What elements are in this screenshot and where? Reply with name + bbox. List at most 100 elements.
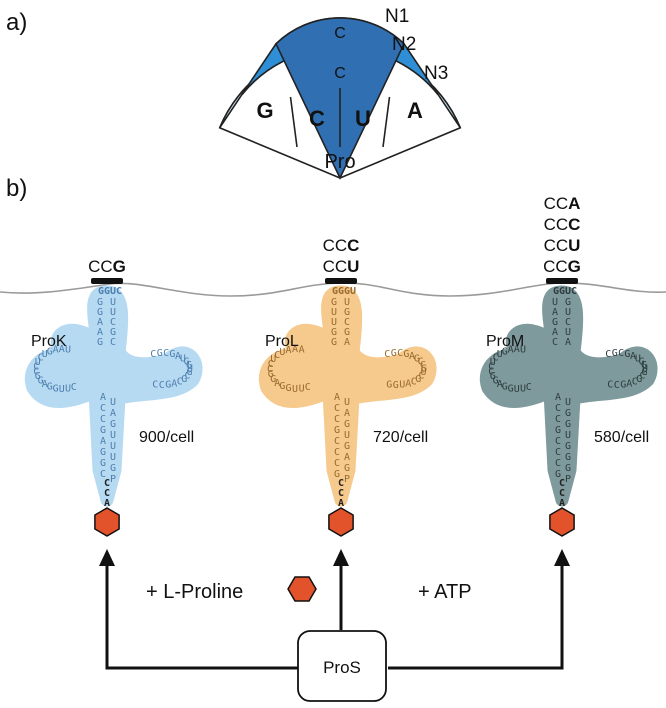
trna-prok-stem-left-base: A	[97, 327, 103, 338]
trna-prom-stem-right-base: A	[565, 337, 571, 348]
pros-label: ProS	[323, 658, 361, 677]
trna-prom-d-arm-base: U	[520, 345, 526, 356]
trna-prom-codon: CCG	[543, 257, 581, 276]
proline-hexagon-icon	[287, 576, 317, 602]
trna-prol-d-arm-base: G	[270, 374, 276, 385]
trna-prom-d-arm-base: C	[493, 353, 499, 364]
trna-prom-acceptor-stem-base: G	[565, 419, 571, 430]
trna-prom-d-arm-base: A	[514, 344, 520, 355]
trna-prom-acceptor-stem-base: G	[565, 441, 571, 452]
trna-prok-proline-icon	[94, 507, 120, 537]
trna-prok-d-arm-base: C	[33, 366, 39, 377]
trna-prol-t-arm-base: U	[399, 380, 405, 391]
trna-prom-name: ProM	[486, 333, 524, 350]
trna-prol-d-arm-base: A	[299, 345, 305, 356]
n3-label: N3	[424, 63, 448, 84]
trna-prol-t-arm-base: C	[420, 360, 426, 371]
trna-prom-t-arm-base: C	[640, 371, 646, 382]
trna-prom-acceptor-stem-base: P	[565, 474, 571, 485]
trna-prom-acceptor-stem-base: G	[565, 408, 571, 419]
trna-prom-proline-icon	[549, 507, 575, 537]
trna-prom-acceptor-stem-base: G	[565, 452, 571, 463]
trna-prom-t-arm-base: C	[618, 348, 624, 359]
trna-prom-t-arm-base: C	[614, 380, 620, 391]
trna-prom-acceptor-stem-base: G	[555, 425, 561, 436]
trna-prom-d-arm-base: U	[514, 384, 520, 395]
trna-prok-t-arm-base: U	[187, 363, 193, 374]
trna-prol-stem-right-base: C	[344, 317, 350, 328]
trna-prok-d-arm-base: C	[38, 353, 44, 364]
trna-prok-d-arm-base: C	[71, 382, 77, 393]
trna-prok-t-arm-base: C	[185, 371, 191, 382]
trna-prol-t-arm-base: G	[391, 348, 397, 359]
trna-prom-count: 580/cell	[594, 429, 649, 446]
trna-prol-d-arm-base: C	[267, 364, 273, 375]
trna-prom-anticodon-bar	[546, 278, 578, 284]
trna-prok-acceptor-stem-base: A	[100, 392, 106, 403]
trna-prol-t-arm-base: A	[405, 378, 411, 389]
trna-prom-d-arm-base: G	[502, 346, 508, 357]
n1-base: C	[334, 25, 346, 42]
trna-prok-d-arm-base: U	[35, 357, 41, 368]
trna-prom-stem-left-base: U	[552, 297, 558, 308]
trna-prol-acceptor-stem-base: C	[334, 414, 340, 425]
trna-prok-t-arm-base: G	[187, 367, 193, 378]
trna-prok-acceptor-stem-base: U	[110, 430, 116, 441]
trna-prol-anticodon-loop: GGGU	[332, 286, 356, 297]
trna-prom-stem-right-base: C	[565, 317, 571, 328]
trna-prok-t-arm-base: G	[184, 356, 190, 367]
trna-prol-name: ProL	[265, 333, 299, 350]
arrow-to-prom	[388, 562, 564, 670]
trna-prol-d-arm-base: U	[270, 354, 276, 365]
trna-prom-t-arm-base: G	[636, 374, 642, 385]
trna-prol-codon: CCU	[323, 257, 360, 276]
trna-prol-stem-left-base: U	[331, 307, 337, 318]
trna-prom-acceptor-stem-base: C	[555, 447, 561, 458]
trna-prok-codon: CCG	[88, 257, 126, 276]
trna-prok-d-arm-base: U	[42, 349, 48, 360]
trna-prol-acceptor-stem-base: A	[344, 408, 350, 419]
trna-prom-d-arm-base: A	[497, 379, 503, 390]
trna-prok-cca-base: A	[104, 498, 110, 509]
trna-prom-acceptor-stem-base: C	[555, 414, 561, 425]
trna-prol-acceptor-stem-base: G	[344, 463, 350, 474]
n2-base: C	[334, 65, 346, 82]
trna-prol-d-arm-base: A	[286, 345, 292, 356]
trna-prol-t-arm-base: C	[411, 376, 417, 387]
trna-prol-t-arm-base: C	[384, 349, 390, 360]
trna-prom-codon: CCA	[544, 194, 581, 213]
trna-prok-acceptor-stem-base: G	[100, 425, 106, 436]
trna-prol-acceptor-stem-base: G	[334, 469, 340, 480]
trna-prol-t-arm-base: G	[393, 380, 399, 391]
trna-prom-stem-right-base: U	[565, 307, 571, 318]
trna-prok-stem-right-base: C	[110, 337, 116, 348]
trna-prol-acceptor-stem-base: C	[334, 436, 340, 447]
trna-prok-t-arm-base: C	[150, 349, 156, 360]
trna-prol-acceptor-stem-base: C	[334, 447, 340, 458]
trna-prok-t-arm-base: C	[163, 348, 169, 359]
trna-prom-anticodon-loop: GGUC	[553, 286, 577, 297]
trna-prol-acceptor-stem-base: P	[344, 474, 350, 485]
trna-prom-d-arm-base: G	[508, 383, 514, 394]
trna-prol-stem-right-base: A	[344, 337, 350, 348]
trna-prol-stem-left-base: G	[331, 327, 337, 338]
trna-prom-t-arm-base: G	[624, 349, 630, 360]
trna-prom-t-arm-base: A	[626, 378, 632, 389]
trna-prok-acceptor-stem-base: G	[100, 447, 106, 458]
trna-prok-acceptor-stem-base: U	[110, 452, 116, 463]
trna-prom-acceptor-stem-base: U	[565, 397, 571, 408]
trna-prol-acceptor-stem-base: A	[344, 452, 350, 463]
trna-prol-stem-right-base: G	[344, 327, 350, 338]
trna-prol-stem-right-base: U	[344, 297, 350, 308]
trna-prom-d-arm-base: C	[488, 362, 494, 373]
trna-prom-t-arm-base: A	[630, 351, 636, 362]
trna-prol-d-arm-base: C	[268, 359, 274, 370]
trna-prom-d-arm-base: G	[490, 371, 496, 382]
trna-prok-acceptor-stem-base: C	[100, 414, 106, 425]
trna-prol-t-arm-base: C	[418, 356, 424, 367]
trna-prom-t-arm-base: G	[620, 380, 626, 391]
trna-prol-d-arm-base: A	[292, 344, 298, 355]
trna-prok-stem-right-base: C	[110, 317, 116, 328]
